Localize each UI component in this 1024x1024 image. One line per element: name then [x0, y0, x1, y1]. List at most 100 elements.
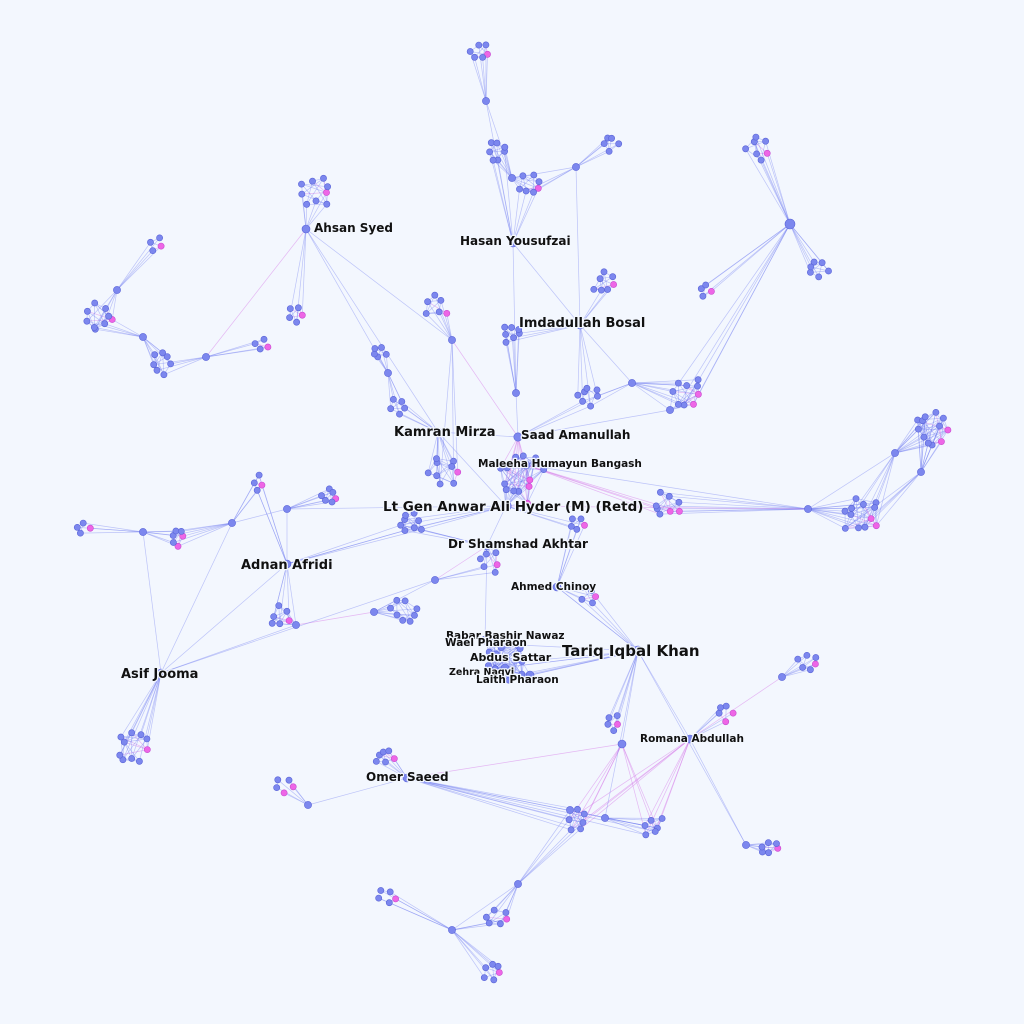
edge — [505, 883, 519, 913]
network-node — [480, 563, 488, 570]
network-node — [540, 466, 548, 473]
network-node — [666, 406, 674, 414]
edge — [506, 467, 530, 487]
network-node — [484, 50, 491, 58]
edge — [631, 382, 694, 405]
network-node — [593, 386, 601, 394]
edge — [494, 644, 521, 670]
edge — [116, 250, 154, 291]
network-node — [370, 608, 378, 616]
edge — [512, 242, 581, 326]
network-node — [377, 887, 385, 894]
network-node — [936, 422, 943, 430]
network-node — [683, 382, 691, 389]
edge — [918, 412, 937, 430]
edge — [381, 347, 389, 374]
edge — [495, 650, 639, 670]
edge — [556, 525, 585, 588]
label-shamshad-akhtar: Dr Shamshad Akhtar — [448, 537, 588, 551]
edge — [493, 883, 519, 911]
edge — [781, 657, 816, 678]
edge — [231, 490, 258, 524]
label-romana-abdullah: Romana Abdullah — [640, 733, 744, 745]
edge — [894, 412, 937, 454]
edge — [875, 452, 896, 526]
network-node — [552, 582, 562, 592]
edge — [575, 151, 610, 168]
edge — [139, 672, 162, 762]
edge — [511, 177, 540, 183]
network-node — [855, 524, 862, 532]
network-node — [680, 401, 688, 409]
edge — [231, 508, 288, 524]
edge — [931, 417, 944, 446]
edge — [521, 650, 639, 662]
edge — [484, 639, 523, 662]
network-node — [424, 469, 432, 477]
network-node — [594, 392, 601, 400]
edge — [406, 777, 584, 823]
edge — [451, 922, 490, 931]
edge — [451, 918, 507, 931]
edge — [577, 324, 581, 396]
network-node — [502, 486, 510, 494]
edge — [86, 319, 113, 322]
network-node — [90, 323, 98, 331]
edge — [894, 436, 925, 454]
network-node — [454, 468, 462, 476]
edge — [504, 457, 536, 485]
network-node — [406, 618, 414, 625]
network-node — [486, 148, 493, 156]
edge — [660, 492, 680, 512]
edge — [631, 382, 685, 406]
edge — [581, 599, 639, 652]
edge — [807, 508, 877, 527]
network-node — [482, 550, 490, 558]
edge — [659, 508, 809, 515]
edge — [94, 327, 144, 338]
edge — [406, 777, 578, 810]
network-node — [752, 133, 760, 141]
edge — [427, 301, 447, 314]
network-node — [493, 561, 501, 569]
network-node — [156, 234, 163, 242]
network-node — [803, 652, 811, 659]
network-node — [702, 281, 710, 289]
network-node — [485, 648, 493, 656]
edge — [807, 452, 896, 510]
network-node — [485, 919, 493, 927]
edge — [679, 508, 809, 512]
network-node — [502, 338, 510, 346]
edge — [301, 183, 317, 202]
network-node — [656, 510, 664, 518]
network-node — [139, 333, 147, 341]
network-node — [276, 620, 284, 628]
edge — [672, 223, 791, 392]
network-node — [722, 718, 730, 726]
network-node — [651, 828, 659, 835]
edge — [689, 707, 721, 740]
edge — [504, 327, 517, 394]
edge — [500, 467, 528, 504]
edge — [495, 650, 639, 669]
network-node — [765, 849, 772, 857]
network-node — [917, 468, 925, 476]
network-node — [818, 259, 826, 267]
network-node — [938, 438, 945, 445]
edge — [506, 489, 528, 504]
network-node — [135, 757, 143, 765]
edge — [876, 471, 922, 526]
label-abdus-sattar: Abdus Sattar — [470, 651, 552, 664]
network-node — [628, 379, 636, 387]
edge — [500, 436, 519, 469]
edge — [505, 505, 572, 527]
network-node — [491, 665, 499, 673]
edge — [604, 817, 646, 826]
edge — [181, 522, 233, 532]
network-node — [647, 817, 655, 824]
edge — [505, 457, 517, 507]
edge — [495, 661, 523, 670]
edge — [637, 650, 691, 740]
network-node — [174, 542, 182, 550]
edge — [486, 545, 496, 573]
